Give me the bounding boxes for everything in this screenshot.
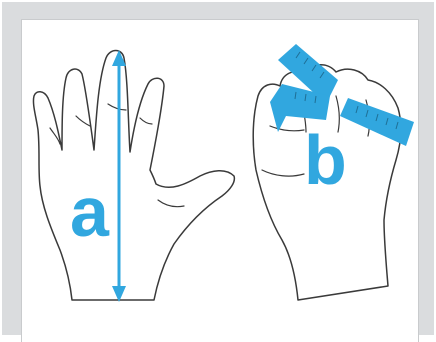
open-hand-icon — [33, 51, 234, 301]
label-a: a — [70, 173, 110, 251]
label-b: b — [304, 121, 347, 199]
open-hand-outline — [33, 51, 234, 301]
